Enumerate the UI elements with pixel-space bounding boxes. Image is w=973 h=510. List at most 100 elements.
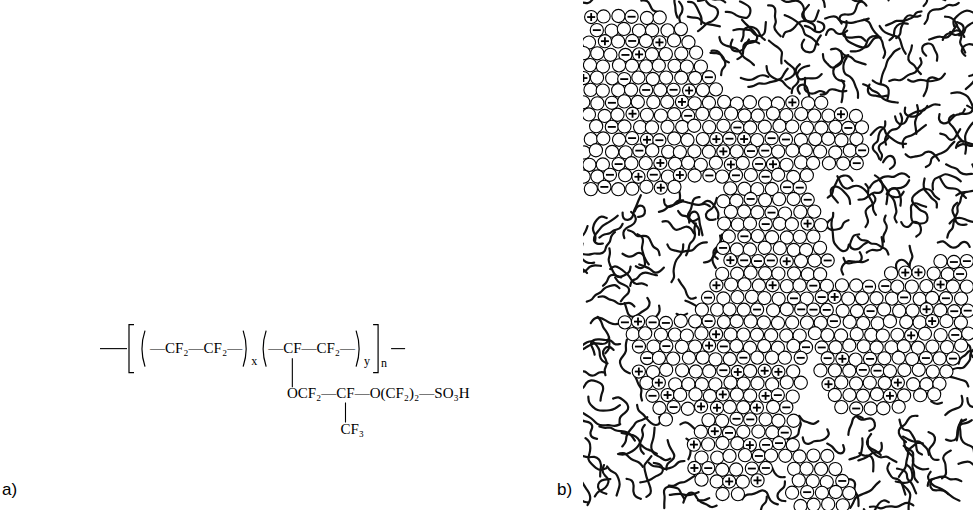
water-molecule (821, 329, 834, 342)
particle-circle (876, 329, 889, 342)
anion-symbol (640, 83, 653, 96)
anion-symbol (626, 132, 639, 145)
polymer-chain (799, 416, 818, 424)
charge-stroke (649, 395, 657, 397)
particle-circle (730, 412, 743, 425)
polymer-chain (783, 21, 815, 37)
anion-symbol (744, 192, 757, 205)
anion-symbol (646, 389, 659, 402)
water-molecule (806, 156, 819, 169)
particle-circle (659, 71, 672, 84)
particle-circle (659, 413, 672, 426)
charge-stroke (926, 305, 928, 313)
charge-stroke (715, 135, 717, 143)
particle-circle (695, 327, 708, 340)
water-molecule (773, 119, 786, 132)
particle-circle (795, 107, 808, 120)
water-molecule (933, 352, 946, 365)
particle-circle (702, 315, 715, 328)
anion-symbol (815, 290, 828, 303)
particle-circle (725, 278, 738, 291)
particle-circle (625, 10, 638, 23)
particle-circle (667, 400, 680, 413)
polymer-chain (924, 0, 945, 6)
particle-circle (828, 364, 841, 377)
particle-circle (828, 290, 841, 303)
particle-circle (625, 157, 638, 170)
particle-circle (751, 254, 764, 267)
water-molecule (668, 59, 681, 72)
particle-circle (778, 351, 791, 364)
charge-stroke (762, 467, 770, 469)
particle-circle (717, 145, 730, 158)
particle-circle (855, 291, 868, 304)
particle-circle (639, 327, 652, 340)
particle-circle (647, 96, 660, 109)
water-molecule (878, 376, 891, 389)
polymer-chain (772, 468, 785, 477)
water-molecule (766, 107, 779, 120)
formula-text: —CF₂—CF₂— (150, 340, 242, 357)
cation-symbol (702, 339, 715, 352)
particle-circle (829, 462, 842, 475)
particle-circle (806, 156, 819, 169)
polymer-chain (674, 0, 684, 18)
water-molecule (612, 183, 625, 196)
charge-stroke (756, 404, 758, 412)
particle-circle (842, 292, 855, 305)
anion-symbol (807, 303, 820, 316)
particle-circle (780, 280, 793, 293)
charge-stroke (716, 281, 718, 289)
particle-circle (738, 278, 751, 291)
water-molecule (799, 144, 812, 157)
particle-circle (767, 304, 780, 317)
particle-circle (883, 389, 896, 402)
particle-circle (652, 351, 665, 364)
water-molecule (744, 364, 757, 377)
water-molecule (661, 120, 674, 133)
water-molecule (625, 59, 638, 72)
particle-circle (808, 327, 821, 340)
charge-stroke (740, 259, 748, 261)
polymer-chain (622, 433, 644, 454)
charge-stroke (778, 368, 780, 376)
water-molecule (597, 10, 610, 23)
water-molecule (689, 315, 702, 328)
particle-circle (759, 267, 772, 280)
charge-stroke (797, 308, 805, 310)
polymer-chain (956, 141, 973, 162)
polymer-chain (667, 242, 707, 252)
particle-circle (641, 351, 654, 364)
charge-stroke (722, 390, 724, 398)
particle-circle (843, 339, 856, 352)
particle-circle (654, 83, 667, 96)
particle-circle (626, 34, 639, 47)
water-molecule (611, 108, 624, 121)
water-molecule (724, 376, 737, 389)
particle-circle (718, 95, 731, 108)
water-molecule (815, 96, 828, 109)
polymer-chain (583, 371, 605, 378)
charge-stroke (767, 260, 775, 262)
particle-circle (590, 120, 603, 133)
polymer-chain (639, 264, 664, 272)
polymer-chain (798, 85, 810, 97)
water-molecule (808, 109, 821, 122)
particle-circle (661, 388, 674, 401)
particle-circle (752, 425, 765, 438)
polymer-chain (946, 164, 972, 174)
charge-stroke (693, 464, 695, 472)
particle-circle (953, 267, 966, 280)
particle-circle (710, 401, 723, 414)
particle-circle (863, 376, 876, 389)
charge-stroke (791, 98, 793, 106)
particle-circle (737, 351, 750, 364)
water-molecule (850, 279, 863, 292)
anion-symbol (856, 144, 869, 157)
particle-circle (751, 206, 764, 219)
polymer-chain (863, 84, 898, 102)
charge-stroke (684, 115, 692, 117)
cation-symbol (710, 279, 723, 292)
particle-circle (688, 461, 701, 474)
particle-circle (744, 144, 757, 157)
